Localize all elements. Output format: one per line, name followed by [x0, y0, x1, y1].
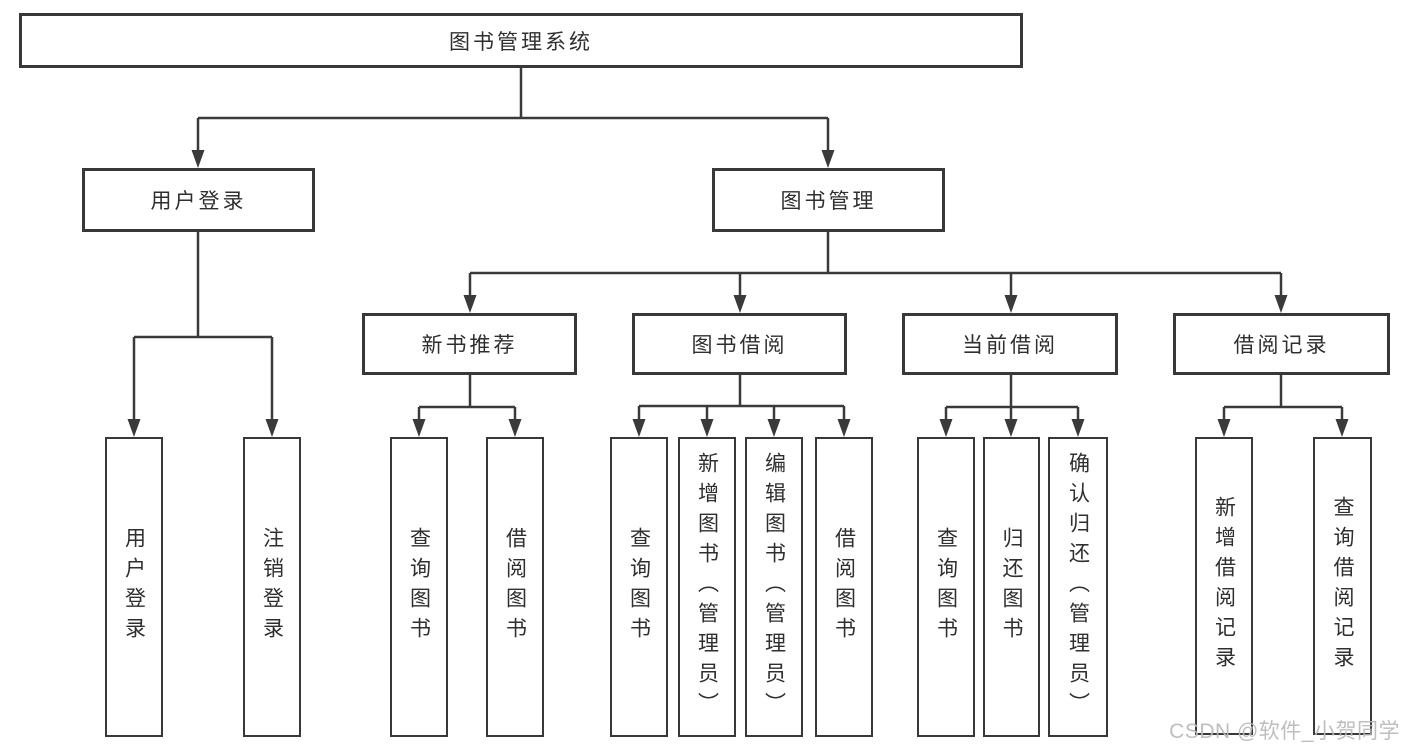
node-br-add-record: 新增借阅记录: [1195, 437, 1253, 735]
node-borrow-records-label: 借阅记录: [1233, 334, 1330, 357]
node-cb-return-books: 归还图书: [983, 437, 1040, 737]
node-br-add-record-label: 新增借阅记录: [1212, 496, 1236, 676]
node-book-mgmt-label: 图书管理: [780, 190, 877, 213]
node-br-query-record: 查询借阅记录: [1313, 437, 1372, 735]
node-bb-borrow-books: 借阅图书: [815, 437, 873, 737]
node-book-mgmt: 图书管理: [712, 168, 945, 232]
node-bb-add-books-admin-label: 新增图书（管理员）: [695, 452, 719, 722]
node-bb-borrow-books-label: 借阅图书: [832, 527, 856, 647]
node-nb-borrow-books: 借阅图书: [486, 437, 544, 737]
arrowheads: [127, 150, 1349, 437]
node-borrow-records: 借阅记录: [1173, 313, 1390, 375]
node-current-borrow: 当前借阅: [902, 313, 1118, 375]
node-bb-edit-books-admin-label: 编辑图书（管理员）: [762, 452, 786, 722]
node-nb-query-books: 查询图书: [390, 437, 448, 737]
node-book-borrow: 图书借阅: [632, 313, 847, 375]
node-root: 图书管理系统: [19, 13, 1023, 68]
node-user-login-label: 用户登录: [122, 527, 146, 647]
node-current-borrow-label: 当前借阅: [962, 334, 1058, 357]
node-logout-label: 注销登录: [260, 527, 284, 647]
node-br-query-record-label: 查询借阅记录: [1331, 496, 1354, 676]
csdn-watermark: CSDN @软件_小贺同学: [1169, 720, 1400, 743]
node-root-label: 图书管理系统: [449, 30, 593, 54]
node-cb-query-books: 查询图书: [917, 437, 975, 737]
node-bb-add-books-admin: 新增图书（管理员）: [678, 437, 736, 737]
node-bb-query-books: 查询图书: [610, 437, 668, 737]
node-bb-query-books-label: 查询图书: [627, 527, 651, 647]
node-cb-confirm-return-admin-label: 确认归还（管理员）: [1066, 452, 1090, 722]
node-cb-return-books-label: 归还图书: [1000, 527, 1023, 647]
node-new-book-rec: 新书推荐: [362, 313, 577, 375]
node-cb-confirm-return-admin: 确认归还（管理员）: [1048, 437, 1108, 737]
node-user-login: 用户登录: [105, 437, 163, 737]
node-new-book-rec-label: 新书推荐: [421, 334, 518, 357]
node-nb-query-books-label: 查询图书: [407, 527, 431, 647]
node-user-login-group-label: 用户登录: [150, 190, 247, 213]
node-book-borrow-label: 图书借阅: [691, 334, 788, 357]
node-nb-borrow-books-label: 借阅图书: [503, 527, 527, 647]
node-bb-edit-books-admin: 编辑图书（管理员）: [745, 437, 803, 737]
node-logout: 注销登录: [243, 437, 301, 737]
node-user-login-group: 用户登录: [82, 168, 315, 232]
node-cb-query-books-label: 查询图书: [934, 527, 958, 647]
